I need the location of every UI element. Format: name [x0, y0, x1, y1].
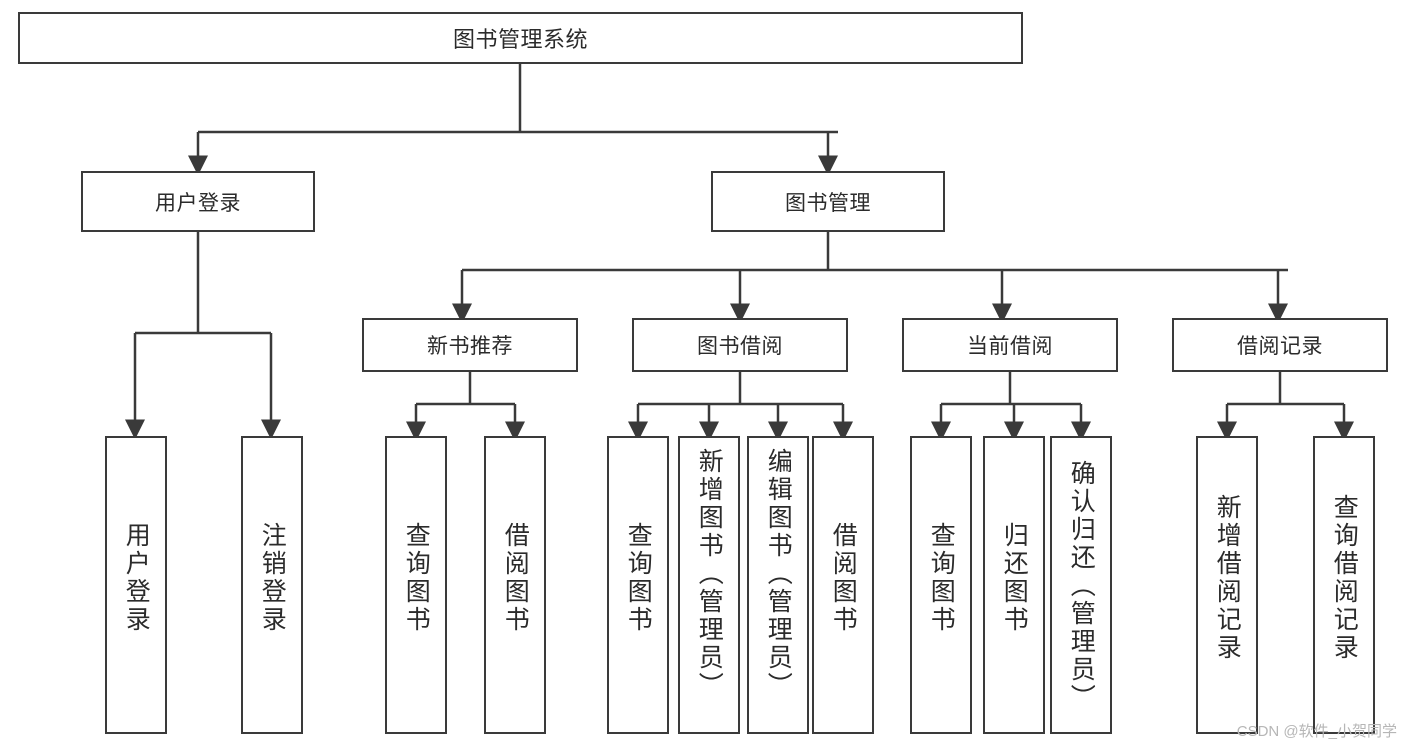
leaf-query-book-newbook-label: 查询图书 — [402, 522, 431, 634]
leaf-add-book-admin[interactable]: 新增图书（管理员） — [678, 436, 740, 734]
leaf-return-book-label: 归还图书 — [1000, 522, 1029, 634]
node-borrow-record-label: 借阅记录 — [1237, 335, 1323, 358]
leaf-borrow-book-label: 借阅图书 — [829, 522, 858, 634]
node-root-label: 图书管理系统 — [452, 27, 588, 52]
leaf-query-book-current-label: 查询图书 — [927, 522, 956, 634]
leaf-query-book-current[interactable]: 查询图书 — [910, 436, 972, 734]
node-borrow-record[interactable]: 借阅记录 — [1172, 318, 1388, 372]
node-current-borrow[interactable]: 当前借阅 — [902, 318, 1118, 372]
node-book-borrow[interactable]: 图书借阅 — [632, 318, 848, 372]
node-book-management-label: 图书管理 — [785, 191, 871, 215]
node-book-borrow-label: 图书借阅 — [697, 335, 783, 358]
leaf-logout-label: 注销登录 — [258, 522, 287, 634]
leaf-add-borrow-record[interactable]: 新增借阅记录 — [1196, 436, 1258, 734]
node-new-book-recommend[interactable]: 新书推荐 — [362, 318, 578, 372]
leaf-borrow-book-newbook[interactable]: 借阅图书 — [484, 436, 546, 734]
leaf-query-borrow-record[interactable]: 查询借阅记录 — [1313, 436, 1375, 734]
leaf-logout[interactable]: 注销登录 — [241, 436, 303, 734]
leaf-borrow-book[interactable]: 借阅图书 — [812, 436, 874, 734]
leaf-borrow-book-newbook-label: 借阅图书 — [501, 522, 530, 634]
leaf-confirm-return-admin-label: 确认归还（管理员） — [1067, 460, 1096, 712]
node-current-borrow-label: 当前借阅 — [967, 335, 1053, 358]
node-new-book-recommend-label: 新书推荐 — [427, 335, 513, 358]
leaf-user-login-label: 用户登录 — [122, 522, 151, 634]
node-book-management[interactable]: 图书管理 — [711, 171, 945, 232]
watermark-text: CSDN @软件_小贺同学 — [1236, 723, 1397, 740]
leaf-query-book-borrow[interactable]: 查询图书 — [607, 436, 669, 734]
leaf-query-borrow-record-label: 查询借阅记录 — [1330, 494, 1359, 662]
leaf-query-book-newbook[interactable]: 查询图书 — [385, 436, 447, 734]
leaf-add-borrow-record-label: 新增借阅记录 — [1213, 494, 1242, 662]
leaf-edit-book-admin-label: 编辑图书（管理员） — [764, 448, 793, 700]
leaf-edit-book-admin[interactable]: 编辑图书（管理员） — [747, 436, 809, 734]
node-user-login[interactable]: 用户登录 — [81, 171, 315, 232]
leaf-confirm-return-admin[interactable]: 确认归还（管理员） — [1050, 436, 1112, 734]
leaf-add-book-admin-label: 新增图书（管理员） — [695, 448, 724, 700]
leaf-user-login[interactable]: 用户登录 — [105, 436, 167, 734]
node-user-login-label: 用户登录 — [155, 191, 241, 215]
leaf-query-book-borrow-label: 查询图书 — [624, 522, 653, 634]
leaf-return-book[interactable]: 归还图书 — [983, 436, 1045, 734]
node-root[interactable]: 图书管理系统 — [18, 12, 1023, 64]
